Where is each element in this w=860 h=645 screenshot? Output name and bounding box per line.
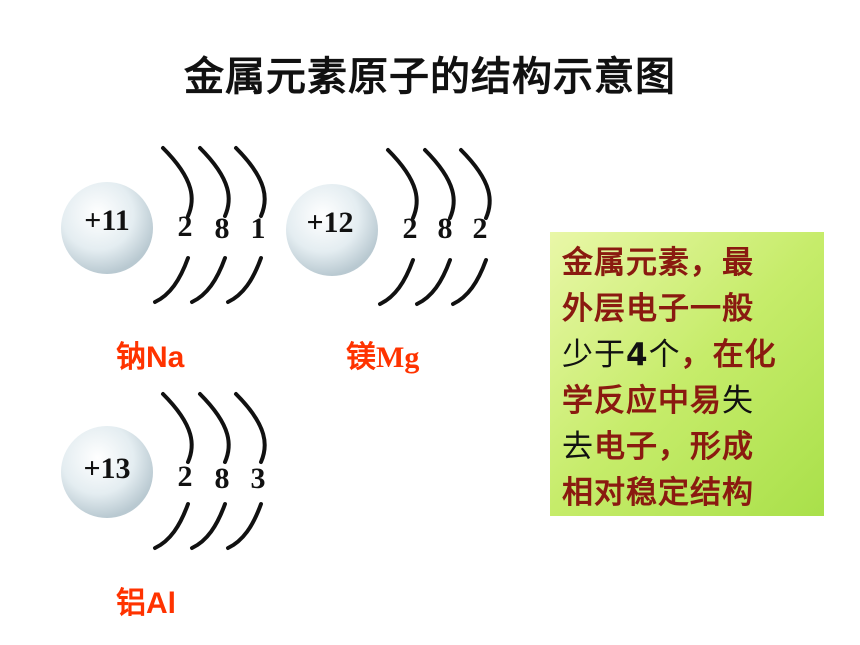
element-cn-name: 钠 <box>116 340 146 375</box>
element-cn-name: 铝 <box>116 586 146 621</box>
shell-arc <box>386 148 419 220</box>
shell-electron-count: 2 <box>402 212 418 245</box>
note-line-6: 相对稳定结构 <box>562 475 754 511</box>
note-text-red: ，在化 <box>680 337 777 373</box>
shell-electron-count: 8 <box>214 462 230 495</box>
atom-diagram-sodium: +11 2 8 1 <box>60 140 300 320</box>
shell-arc <box>226 502 263 550</box>
shell-arc <box>415 258 452 306</box>
element-symbol: Na <box>146 341 185 374</box>
shell-arc <box>198 146 231 218</box>
shell-electron-count: 8 <box>437 212 453 245</box>
shell-arc <box>153 256 190 304</box>
shell-electron-count: 8 <box>214 212 230 245</box>
shell-electron-count: 3 <box>250 462 266 495</box>
sodium-shells-graphic <box>61 146 267 304</box>
nucleus-circle <box>61 182 153 274</box>
shell-arc <box>153 502 190 550</box>
shell-arc <box>226 256 263 304</box>
shell-electron-count: 1 <box>250 212 266 245</box>
element-symbol: Mg <box>376 341 420 374</box>
aluminum-shells-graphic <box>61 392 267 550</box>
shell-arc <box>234 392 267 464</box>
note-text-black: 去 <box>562 429 594 465</box>
note-text-red: 学反应中易 <box>562 383 722 419</box>
shell-arc <box>190 256 227 304</box>
element-name-aluminum: 铝Al <box>116 578 176 622</box>
element-name-sodium: 钠Na <box>116 332 184 376</box>
magnesium-shells-graphic <box>286 148 492 306</box>
note-line-4: 学反应中易失 <box>562 378 816 424</box>
nucleus-circle <box>61 426 153 518</box>
shell-arc <box>190 502 227 550</box>
shell-arc <box>198 392 231 464</box>
shell-arc <box>459 148 492 220</box>
element-name-magnesium: 镁Mg <box>346 332 419 376</box>
shell-electron-count: 2 <box>177 460 193 493</box>
note-text-black: 少于 <box>562 337 626 373</box>
explanation-box: 金属元素，最 外层电子一般 少于4个，在化 学反应中易失 去电子，形成 相对稳定… <box>550 232 824 516</box>
element-symbol: Al <box>146 587 176 620</box>
atom-diagram-magnesium: +12 2 8 2 <box>285 140 525 320</box>
shell-electron-count: 2 <box>472 212 488 245</box>
page-title: 金属元素原子的结构示意图 <box>184 54 676 100</box>
note-line-1: 金属元素，最 <box>562 245 754 281</box>
shell-arc <box>378 258 415 306</box>
element-cn-name: 镁 <box>346 340 376 375</box>
nucleus-charge: +13 <box>83 452 131 485</box>
note-number: 4 <box>626 337 649 373</box>
nucleus-charge: +12 <box>306 206 354 239</box>
note-text-black: 个 <box>648 337 681 373</box>
shell-arc <box>423 148 456 220</box>
atom-diagram-aluminum: +13 2 8 3 <box>60 388 300 568</box>
note-line-3: 少于4个，在化 <box>562 332 816 378</box>
nucleus-circle <box>286 184 378 276</box>
nucleus-charge: +11 <box>84 204 130 237</box>
shell-electron-count: 2 <box>177 210 193 243</box>
note-line-5: 去电子，形成 <box>562 424 816 470</box>
shell-arc <box>234 146 267 218</box>
shell-arc <box>161 146 194 218</box>
note-text-red: 电子，形成 <box>594 429 754 465</box>
shell-arc <box>161 392 194 464</box>
shell-arc <box>451 258 488 306</box>
note-line-2: 外层电子一般 <box>562 291 754 327</box>
note-text-black: 失 <box>722 383 754 419</box>
